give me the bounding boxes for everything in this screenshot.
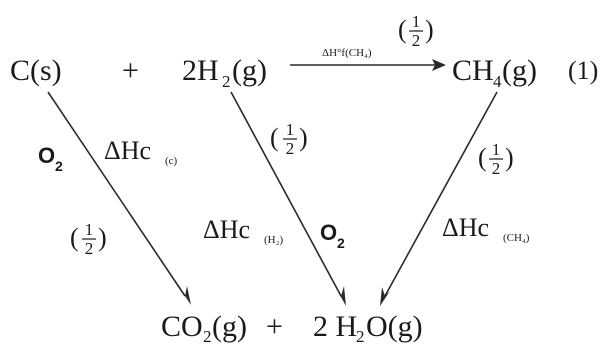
fraction-close-paren: ): [299, 123, 308, 152]
left-half-fraction: ( 1 2 ): [70, 220, 107, 258]
bottom-plus-sign: +: [266, 310, 283, 343]
carbon-combustion-enthalpy: ΔHc (c): [104, 136, 178, 167]
fraction-numerator: 1: [85, 220, 94, 239]
methane-combustion-arrow-line: [384, 91, 498, 297]
fraction-open-paren: (: [70, 223, 79, 252]
fraction-numerator: 1: [286, 120, 295, 139]
hydrogen-dh-subscript: (H₂): [264, 234, 283, 246]
methane-state-label: (g): [502, 54, 537, 87]
water-state-label: O(g): [366, 310, 423, 343]
fraction-numerator: 1: [492, 140, 501, 159]
formation-enthalpy-label: ΔH°f(CH₄): [322, 47, 372, 59]
fraction-open-paren: (: [478, 143, 487, 172]
carbon-label: C(s): [10, 54, 62, 87]
carbon-combustion-arrow-head: [181, 286, 191, 305]
hydrogen-coef-label: 2H: [182, 54, 219, 87]
left-oxygen-symbol: O: [38, 143, 55, 168]
methane-combustion-arrow-head: [380, 287, 390, 306]
middle-oxygen-subscript: 2: [337, 235, 345, 251]
co2-product: CO 2 (g): [161, 310, 247, 346]
middle-oxygen-label: O 2: [320, 220, 345, 251]
water-product: 2 H 2 O(g): [313, 310, 423, 346]
methane-combustion-arrow: [380, 91, 498, 306]
fraction-open-paren: (: [398, 15, 407, 44]
formation-arrow: [290, 59, 446, 71]
fraction-denominator: 2: [85, 239, 94, 258]
co2-label: CO: [161, 310, 203, 343]
fraction-close-paren: ): [425, 15, 434, 44]
formation-arrow-head: [432, 59, 446, 71]
methane-subscript: 4: [493, 72, 502, 91]
fraction-open-paren: (: [270, 123, 279, 152]
methane-dh-subscript: (CH₄): [503, 232, 530, 244]
fraction-close-paren: ): [98, 223, 107, 252]
equation-number: (1): [568, 56, 598, 85]
co2-state-label: (g): [212, 310, 247, 343]
hydrogen-combustion-arrow: [230, 91, 346, 306]
methane-dh-label: ΔHc: [442, 213, 489, 242]
methane-label: CH: [452, 54, 494, 87]
hydrogen-dh-label: ΔHc: [203, 215, 250, 244]
hydrogen-combustion-arrow-line: [230, 91, 342, 297]
fraction-denominator: 2: [412, 31, 421, 50]
water-subscript: 2: [356, 327, 365, 346]
fraction-numerator: 1: [412, 12, 421, 31]
methane-product: CH 4 (g): [452, 54, 537, 91]
left-oxygen-subscript: 2: [55, 158, 63, 174]
formation-half-fraction: ( 1 2 ): [398, 12, 434, 50]
carbon-dh-label: ΔHc: [104, 136, 151, 165]
co2-subscript: 2: [203, 327, 212, 346]
hydrogen-subscript: 2: [222, 72, 231, 91]
top-plus-sign: +: [122, 54, 139, 87]
right-half-fraction: ( 1 2 ): [478, 140, 514, 178]
fraction-close-paren: ): [505, 143, 514, 172]
middle-oxygen-symbol: O: [320, 220, 337, 245]
hydrogen-state-label: (g): [232, 54, 267, 87]
carbon-dh-subscript: (c): [165, 155, 178, 167]
methane-combustion-enthalpy: ΔHc (CH₄): [442, 213, 530, 244]
fraction-denominator: 2: [492, 159, 501, 178]
fraction-denominator: 2: [286, 139, 295, 158]
middle-half-fraction: ( 1 2 ): [270, 120, 308, 158]
hydrogen-combustion-enthalpy: ΔHc (H₂): [203, 215, 283, 246]
carbon-combustion-arrow: [47, 91, 191, 305]
water-coef-label: 2 H: [313, 310, 357, 343]
hydrogen-combustion-arrow-head: [337, 286, 346, 306]
left-oxygen-label: O 2: [38, 143, 63, 174]
hydrogen-reactant: 2H 2 (g): [182, 54, 267, 91]
carbon-combustion-arrow-line: [47, 91, 186, 297]
